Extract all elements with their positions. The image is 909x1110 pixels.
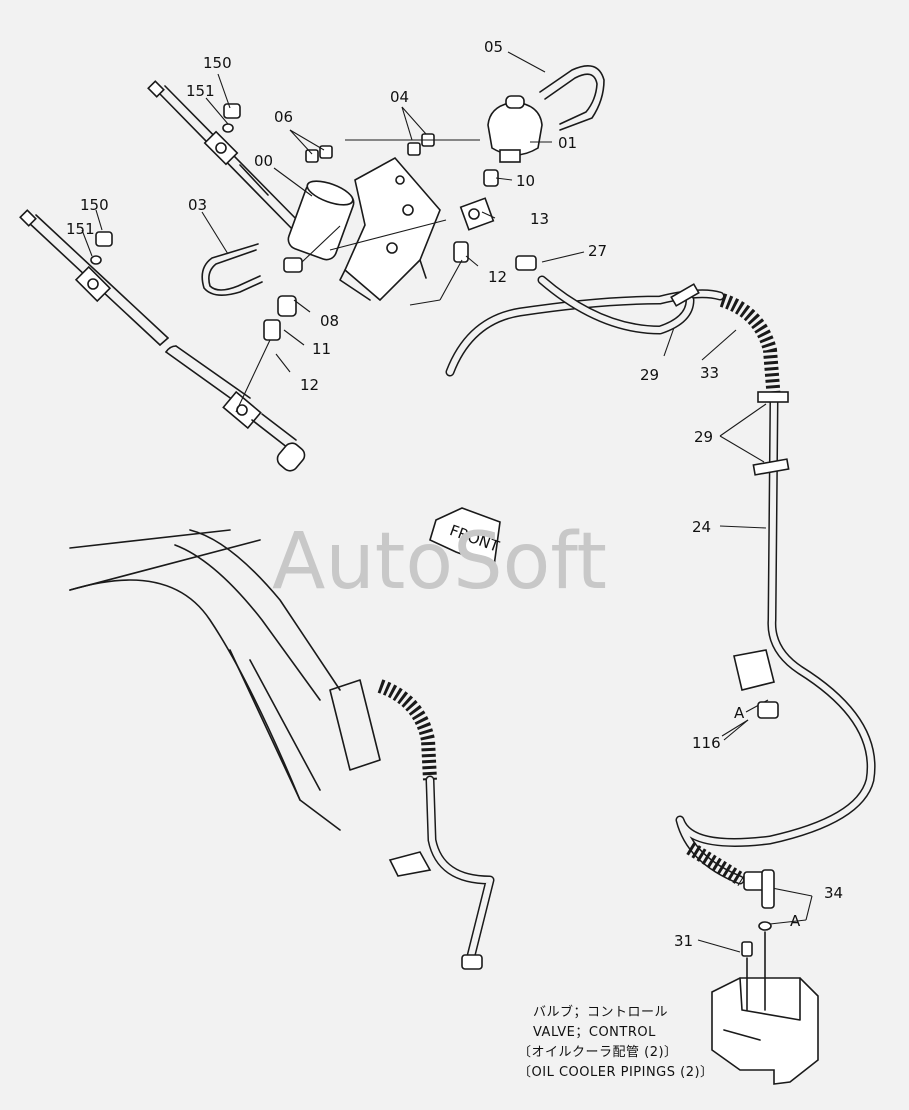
label-34: 34 [824, 884, 843, 902]
caption-line-4: 〔OIL COOLER PIPINGS (2)〕 [518, 1065, 714, 1080]
hose-main [445, 275, 876, 931]
caption-line-1: バルブ；コントロール [533, 1004, 668, 1020]
label-12-lower: 12 [300, 376, 319, 394]
label-13: 13 [530, 210, 549, 228]
control-valve [711, 931, 819, 1085]
label-06: 06 [274, 108, 293, 126]
caption-line-3: 〔オイルクーラ配管 (2)〕 [518, 1045, 678, 1060]
label-a-lower: A [790, 912, 801, 930]
filter-00 [283, 180, 355, 273]
label-08: 08 [320, 312, 339, 330]
label-29-lower: 29 [694, 428, 713, 446]
label-33: 33 [700, 364, 719, 382]
label-11: 11 [312, 340, 331, 358]
label-04: 04 [390, 88, 409, 106]
label-150-upper: 150 [203, 54, 232, 72]
cap-150-upper [222, 103, 241, 133]
label-150-lower: 150 [80, 196, 109, 214]
label-27: 27 [588, 242, 607, 260]
lower-cylinder-rod [19, 209, 306, 472]
u-bolt-05 [539, 64, 605, 131]
leader-lines [81, 51, 813, 953]
caption: バルブ；コントロール VALVE；CONTROL 〔オイルクーラ配管 (2)〕 … [518, 1004, 714, 1080]
front-arrow: FRONT [429, 507, 502, 568]
label-12-upper: 12 [488, 268, 507, 286]
nuts-04-06 [305, 133, 435, 163]
upper-cylinder-rod [147, 80, 306, 236]
u-bolt-03 [201, 243, 263, 296]
caption-line-2: VALVE；CONTROL [533, 1025, 656, 1040]
label-116: 116 [692, 734, 721, 752]
cap-150-lower [90, 231, 113, 265]
label-151-lower: 151 [66, 220, 95, 238]
boom-structure [69, 529, 495, 970]
label-01: 01 [558, 134, 577, 152]
label-03: 03 [188, 196, 207, 214]
accumulator-01 [487, 95, 543, 163]
bracket [339, 156, 441, 302]
label-29-upper: 29 [640, 366, 659, 384]
label-10: 10 [516, 172, 535, 190]
part-labels: 150 151 06 04 05 00 01 10 03 13 150 151 … [66, 38, 843, 950]
label-a-upper: A [734, 704, 745, 722]
fittings-08-11-12 [263, 169, 537, 341]
watermark: AutoSoft [272, 517, 607, 607]
label-31: 31 [674, 932, 693, 950]
label-00: 00 [254, 152, 273, 170]
label-151-upper: 151 [186, 82, 215, 100]
label-24: 24 [692, 518, 711, 536]
label-05: 05 [484, 38, 503, 56]
